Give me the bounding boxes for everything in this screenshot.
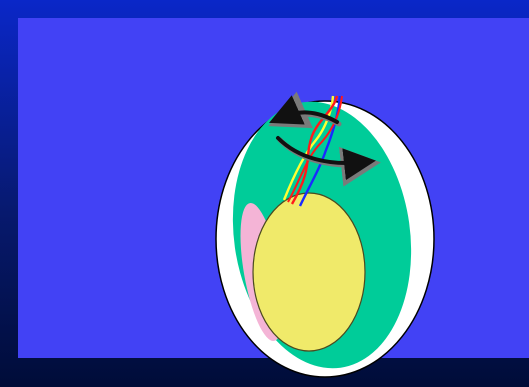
egg-yolk <box>253 193 365 351</box>
